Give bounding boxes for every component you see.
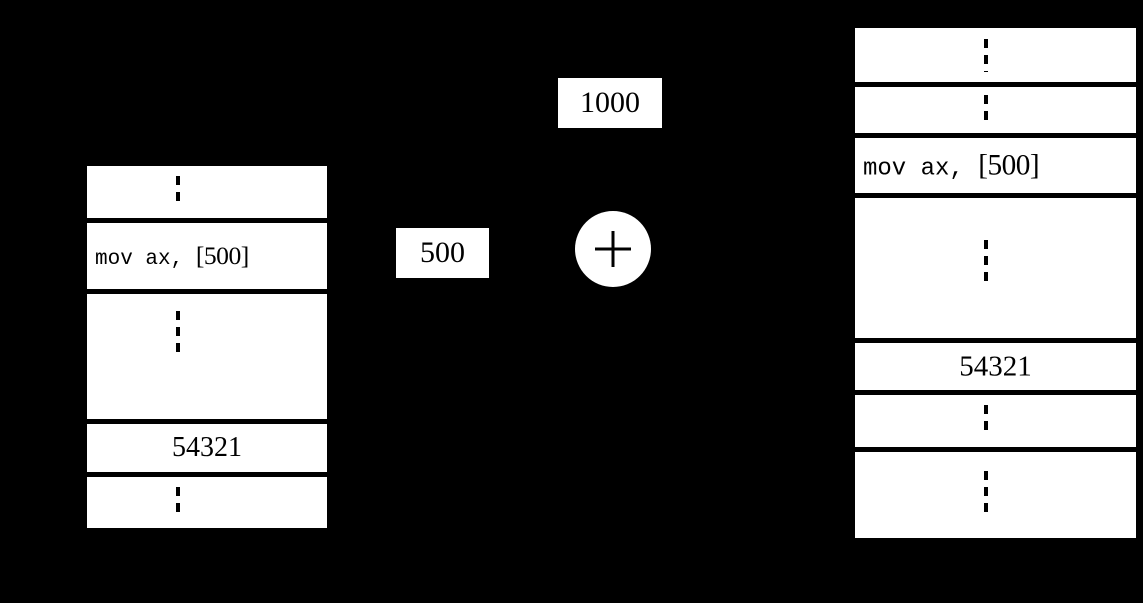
vertical-ellipsis-icon: [984, 240, 988, 288]
instruction-text: mov ax, [500]: [87, 241, 327, 271]
vertical-ellipsis-icon: [176, 176, 180, 208]
segment-value-box: 1000: [558, 78, 662, 128]
left-memory-column: mov ax, [500] 54321: [87, 166, 327, 528]
instruction-mnemonic: mov ax,: [95, 248, 196, 271]
vertical-ellipsis-icon: [984, 471, 988, 519]
offset-value-box: 500: [396, 228, 489, 278]
memory-value: 54321: [172, 432, 242, 463]
instruction-address: 500: [203, 241, 241, 270]
right-memory-column: mov ax, [500] 54321: [855, 28, 1136, 538]
vertical-ellipsis-icon: [984, 95, 988, 125]
memory-row: [855, 452, 1136, 538]
plus-icon-vertical: [611, 231, 615, 267]
bracket-close: ]: [1029, 149, 1040, 181]
memory-row: 54321: [855, 343, 1136, 390]
instruction-text: mov ax, [500]: [855, 149, 1136, 182]
memory-row: mov ax, [500]: [87, 223, 327, 289]
bracket-close: ]: [240, 241, 250, 270]
instruction-mnemonic: mov ax,: [863, 155, 979, 182]
offset-value-text: 500: [420, 236, 465, 269]
memory-row: 54321: [87, 424, 327, 472]
vertical-ellipsis-icon: [176, 487, 180, 519]
adder-circle: [575, 211, 651, 287]
memory-row: [87, 166, 327, 218]
vertical-ellipsis-icon: [984, 405, 988, 437]
vertical-ellipsis-icon: [984, 39, 988, 72]
memory-row: [855, 198, 1136, 338]
bracket-open: [: [978, 149, 988, 181]
memory-row: [87, 294, 327, 419]
memory-row: [87, 477, 327, 528]
bracket-open: [: [195, 241, 205, 270]
vertical-ellipsis-icon: [176, 311, 180, 359]
segment-value-text: 1000: [580, 86, 640, 119]
memory-value: 54321: [959, 350, 1032, 382]
memory-row: [855, 87, 1136, 133]
memory-row: [855, 28, 1136, 82]
instruction-address: 500: [987, 149, 1030, 181]
memory-row: mov ax, [500]: [855, 138, 1136, 193]
memory-row: [855, 395, 1136, 447]
